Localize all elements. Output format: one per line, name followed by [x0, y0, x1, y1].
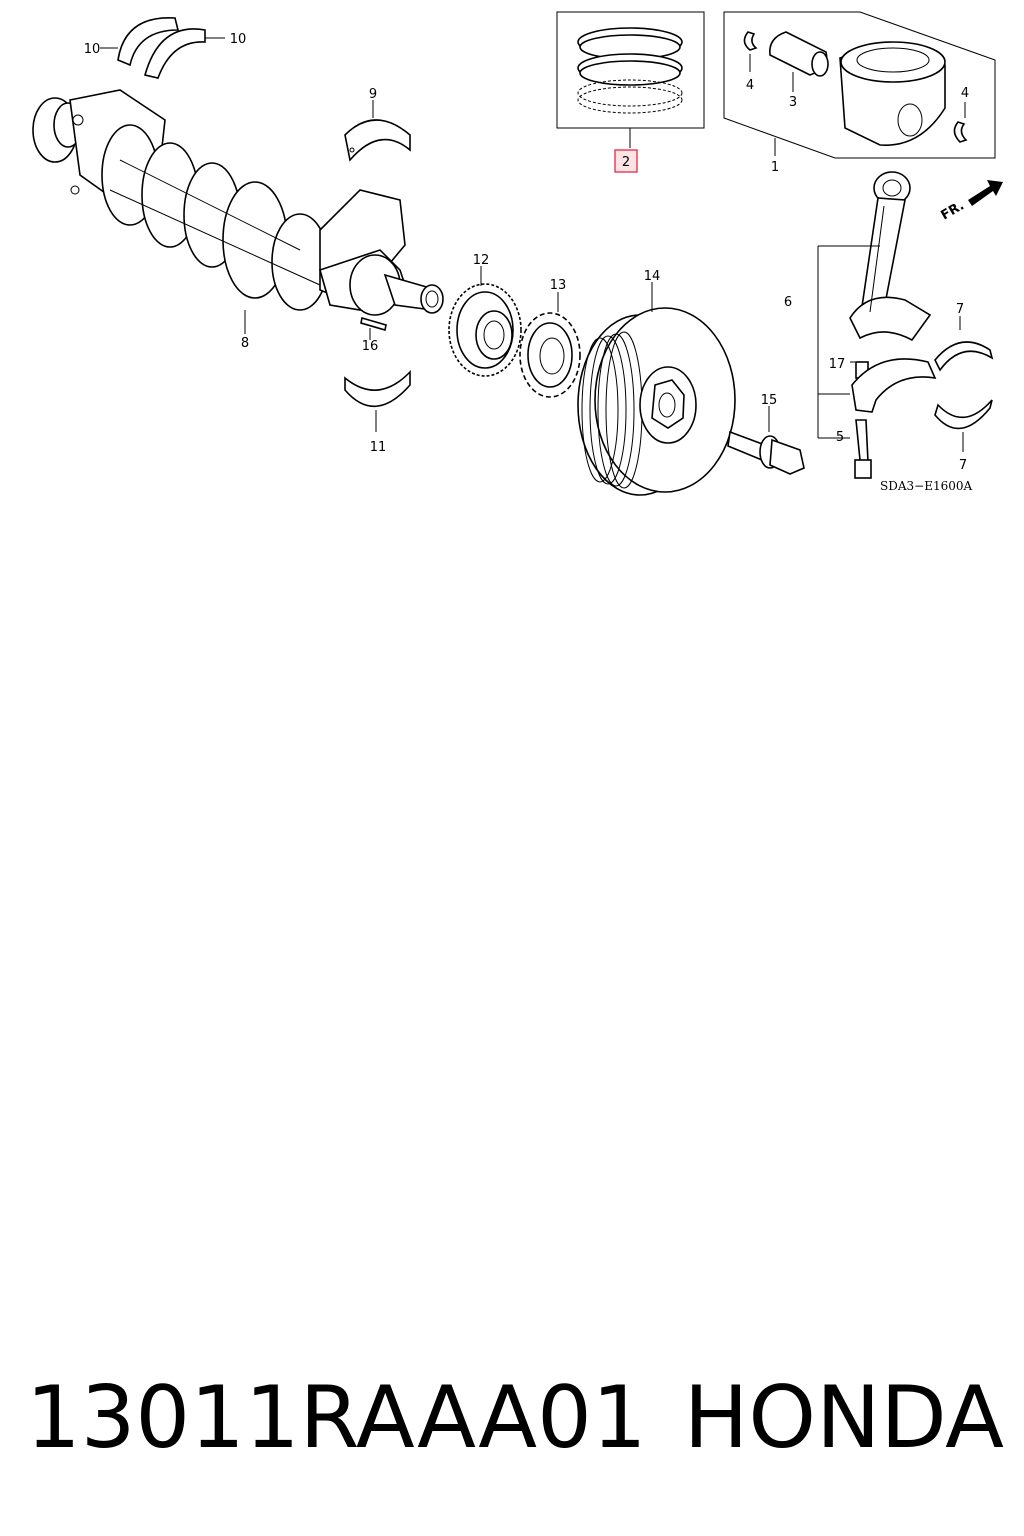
callout-16: 16	[362, 339, 379, 354]
diagram-code: SDA3−E1600A	[880, 479, 972, 493]
callout-4-left: 4	[746, 78, 754, 93]
piston-ring-set-illustration	[556, 11, 705, 148]
crankshaft-illustration	[32, 89, 444, 316]
callout-7-lower: 7	[959, 458, 967, 473]
callout-2: 2	[622, 155, 630, 170]
rod-cap-illustration	[817, 246, 937, 479]
callout-11: 11	[370, 440, 387, 455]
crank-pulley-illustration	[577, 282, 736, 496]
front-arrow-indicator: FR.	[939, 180, 1003, 223]
part-number: 13011RAAA01	[26, 1368, 647, 1468]
callout-5: 5	[836, 430, 844, 445]
callout-7-upper: 7	[956, 302, 964, 317]
parts-diagram: FR. 10 10 9 8 16 11 12 13 14 15	[32, 11, 1003, 496]
footer: 13011RAAA01 HONDA	[0, 1368, 1024, 1478]
main-bearing-upper-illustration	[344, 100, 411, 162]
timing-gear-illustration	[448, 266, 522, 377]
rod-bearing-upper-illustration	[934, 316, 994, 372]
callout-2-highlight[interactable]: 2	[614, 149, 638, 173]
callout-10-left: 10	[84, 42, 101, 57]
callout-6: 6	[784, 295, 792, 310]
main-bearing-lower-illustration	[344, 370, 411, 432]
front-marker-label: FR.	[939, 198, 967, 223]
brand-name: HONDA	[683, 1368, 1004, 1468]
woodruff-key-illustration	[360, 316, 387, 332]
callout-10-right: 10	[230, 32, 247, 47]
callout-17: 17	[829, 357, 846, 372]
pulley-bolt-illustration	[727, 406, 805, 475]
callout-14: 14	[644, 269, 661, 284]
callout-3: 3	[789, 95, 797, 110]
rod-bearing-lower-illustration	[934, 399, 993, 452]
callout-8: 8	[241, 336, 249, 351]
pulse-rotor-illustration	[519, 292, 581, 398]
piston-assembly-illustration	[723, 11, 996, 159]
callout-9: 9	[369, 87, 377, 102]
connecting-rod-illustration	[818, 171, 932, 342]
callout-12: 12	[473, 253, 490, 268]
callout-1: 1	[771, 160, 779, 175]
callout-15: 15	[761, 393, 778, 408]
thrust-washer-illustration	[100, 17, 225, 79]
callout-13: 13	[550, 278, 567, 293]
callout-4-right: 4	[961, 86, 969, 101]
